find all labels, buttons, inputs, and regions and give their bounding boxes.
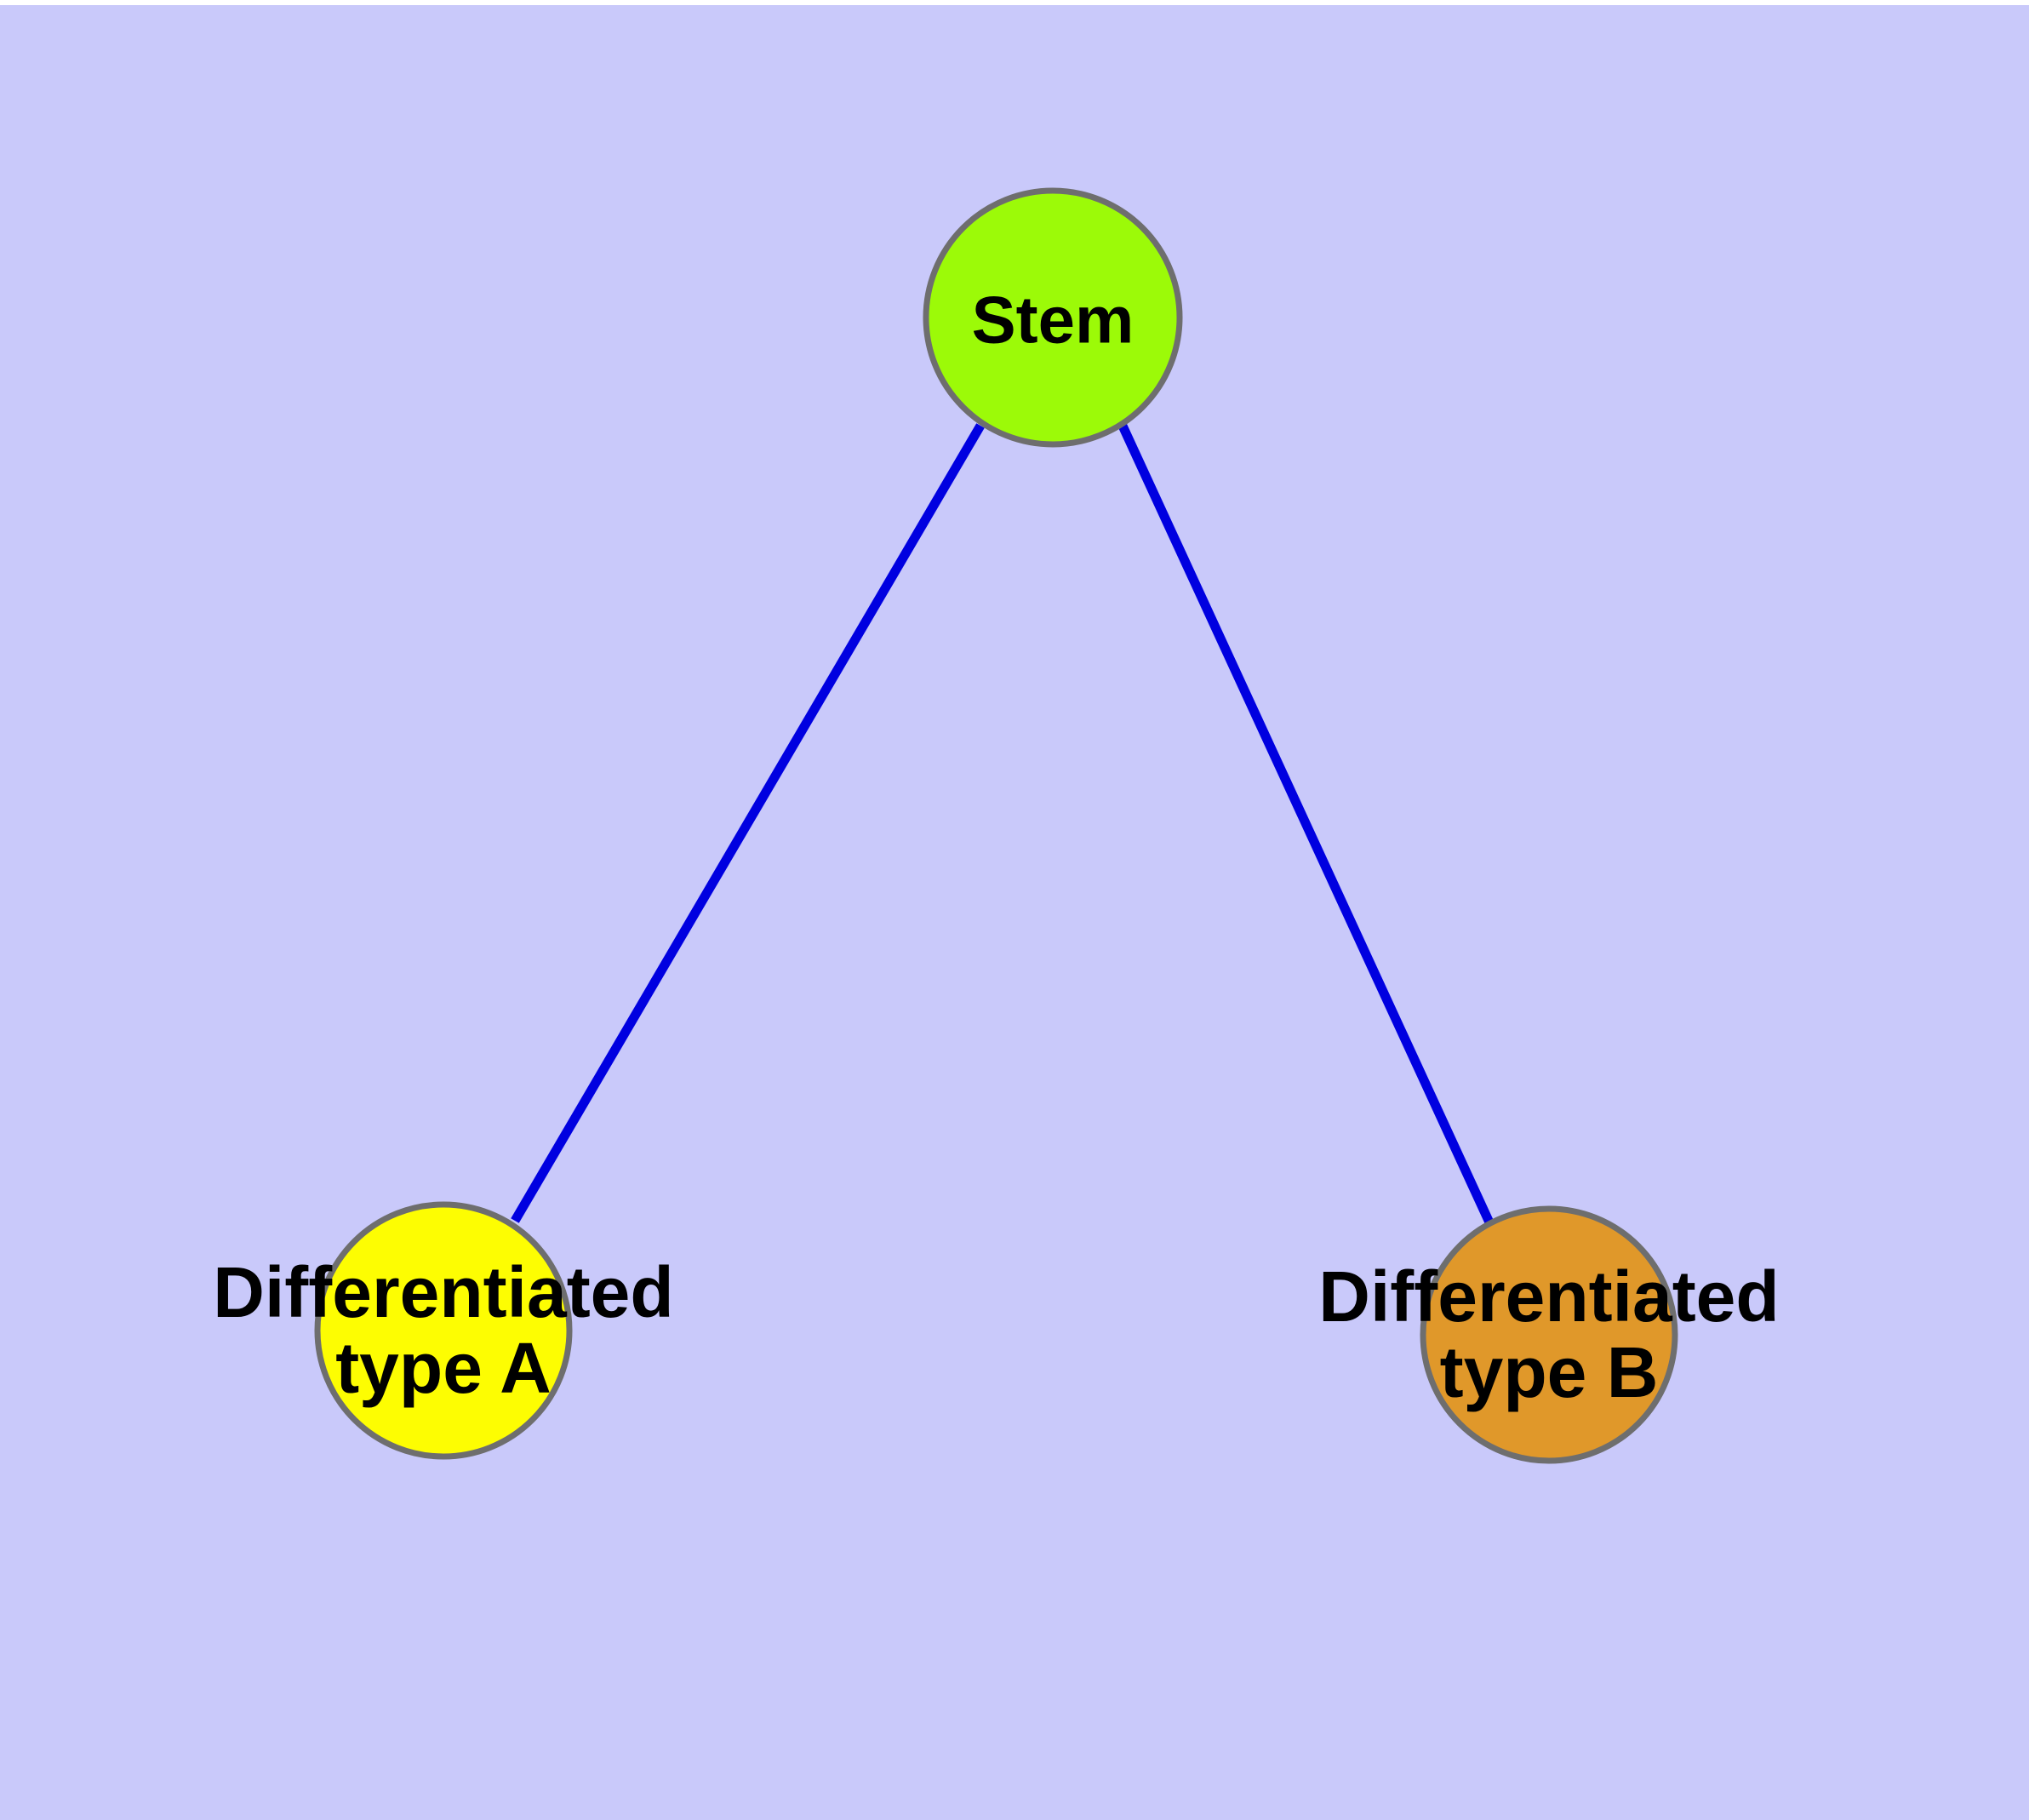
node-diff-b[interactable]: [1420, 1205, 1678, 1464]
node-layer: [314, 187, 1678, 1464]
node-stem[interactable]: [923, 187, 1183, 448]
edge-stem-to-diff-b: [1117, 421, 1494, 1225]
node-diff-a[interactable]: [314, 1201, 573, 1460]
edge-layer: [511, 421, 1494, 1225]
edge-stem-to-diff-a: [511, 423, 985, 1223]
